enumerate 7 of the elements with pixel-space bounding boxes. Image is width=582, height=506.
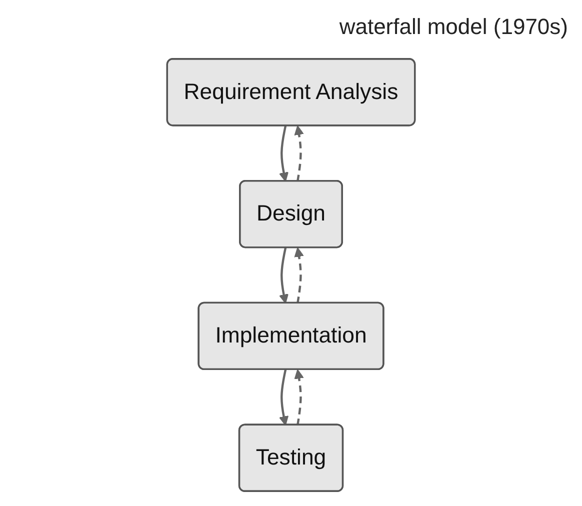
arrow <box>279 126 289 182</box>
diagram-title: waterfall model (1970s) <box>339 14 568 40</box>
arrow <box>294 369 304 426</box>
arrow <box>279 248 289 304</box>
arrow <box>294 125 304 182</box>
arrow <box>294 247 304 304</box>
arrow <box>279 370 289 426</box>
